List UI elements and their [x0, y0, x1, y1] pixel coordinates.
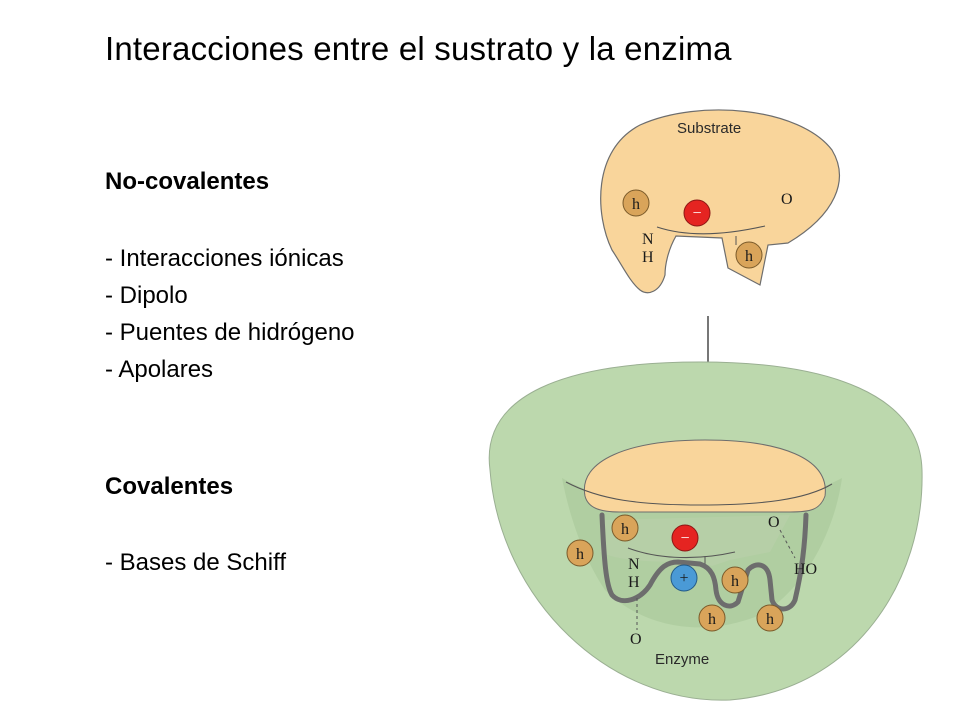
hydrophobic-group — [566, 539, 594, 567]
hydrophobic-symbol: h — [621, 521, 629, 538]
substrate-label: Substrate — [677, 120, 741, 137]
hydrophobic-symbol: h — [745, 248, 753, 265]
list-item: - Bases de Schiff — [105, 549, 286, 576]
covalent-list: - Bases de Schiff — [105, 544, 286, 581]
n-label: N — [642, 231, 654, 248]
enzyme-surface-contour — [599, 512, 809, 612]
hydrophobic-group — [622, 189, 650, 217]
hydrophobic-group — [611, 514, 639, 542]
free-substrate-binding-line — [656, 225, 766, 235]
positive-charge — [670, 564, 698, 592]
free-substrate: Substrate h − h N H O — [600, 109, 840, 294]
positive-symbol: + — [679, 570, 688, 587]
list-item: - Dipolo — [105, 282, 188, 309]
negative-symbol: − — [680, 530, 689, 547]
enzyme-label: Enzyme — [655, 651, 709, 668]
bound-substrate-body — [583, 439, 826, 513]
hydrophobic-symbol: h — [576, 546, 584, 563]
hydrogen-bond-dash — [779, 529, 796, 559]
ho-label: HO — [794, 561, 817, 578]
hydrophobic-symbol: h — [708, 611, 716, 628]
hydrophobic-group — [735, 241, 763, 269]
negative-symbol: − — [692, 205, 701, 222]
negative-charge — [671, 524, 699, 552]
hydrophobic-symbol: h — [632, 196, 640, 213]
hydrophobic-symbol: h — [766, 611, 774, 628]
noncovalent-list: - Interacciones iónicas - Dipolo - Puent… — [105, 240, 355, 388]
enzyme: Enzyme h − h + h h h N H O HO O — [488, 361, 923, 701]
o-label: O — [781, 191, 793, 208]
noncovalent-heading: No-covalentes — [105, 168, 270, 195]
hydrophobic-symbol: h — [731, 573, 739, 590]
h-label: H — [642, 249, 654, 266]
h-label: H — [628, 574, 640, 591]
n-label: N — [628, 556, 640, 573]
list-item: - Puentes de hidrógeno — [105, 319, 355, 346]
o-label: O — [768, 514, 780, 531]
hydrophobic-group — [721, 566, 749, 594]
free-substrate-body — [600, 109, 840, 294]
covalent-heading: Covalentes — [105, 473, 234, 500]
hydrophobic-group — [698, 604, 726, 632]
slide-title: Interacciones entre el sustrato y la enz… — [105, 30, 732, 67]
bound-substrate-binding-line — [627, 547, 736, 559]
list-item: - Apolares — [105, 356, 214, 383]
o-label: O — [630, 631, 642, 648]
negative-charge — [683, 199, 711, 227]
hydrophobic-group — [756, 604, 784, 632]
bound-substrate-rim — [565, 481, 833, 506]
list-item: - Interacciones iónicas — [105, 245, 344, 272]
